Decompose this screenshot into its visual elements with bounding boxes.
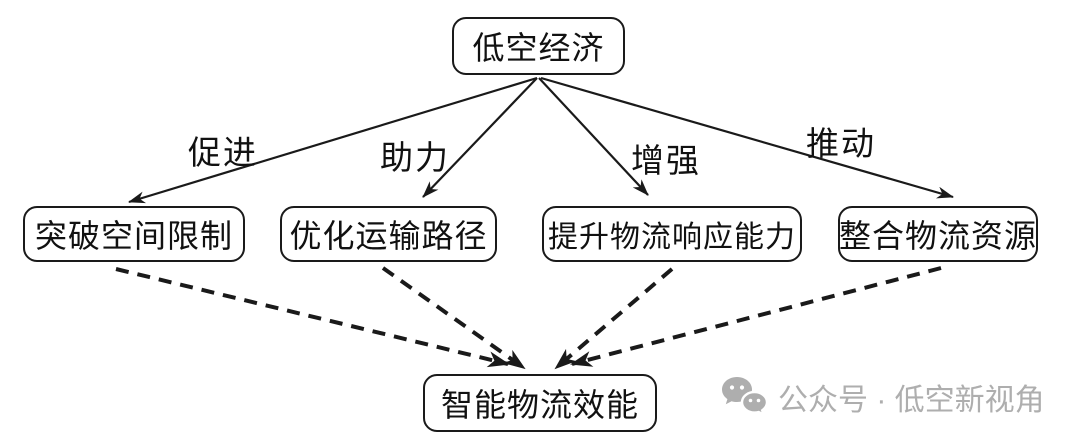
edge-label-drive: 推动 xyxy=(806,124,876,163)
dashed-arrow-2 xyxy=(381,266,526,370)
dashed-arrow-3 xyxy=(554,267,674,370)
arrow-assist xyxy=(422,77,538,198)
arrow-enhance xyxy=(538,77,649,196)
solid-arrows xyxy=(128,76,954,204)
dashed-arrow-4 xyxy=(570,266,942,367)
watermark-text: 公众号 · 低空新视角 xyxy=(778,384,1045,417)
node-low-altitude-economy: 低空经济 xyxy=(452,17,625,75)
edge-label-assist: 助力 xyxy=(380,138,450,177)
edge-label-promote: 促进 xyxy=(188,133,258,172)
node-smart-logistics-efficiency: 智能物流效能 xyxy=(423,374,657,432)
wechat-icon xyxy=(720,375,768,419)
dashed-arrows xyxy=(115,266,942,370)
watermark: 公众号 · 低空新视角 xyxy=(720,374,1045,420)
edge-label-enhance: 增强 xyxy=(631,141,701,180)
node-optimize-transport-routes: 优化运输路径 xyxy=(280,206,497,262)
node-logistics-response-capability: 提升物流响应能力 xyxy=(542,206,802,262)
arrow-promote xyxy=(128,76,538,204)
node-break-space-limits: 突破空间限制 xyxy=(23,206,245,262)
dashed-arrow-1 xyxy=(115,267,510,368)
arrow-drive xyxy=(540,76,954,199)
node-integrate-logistics-resources: 整合物流资源 xyxy=(838,206,1038,262)
